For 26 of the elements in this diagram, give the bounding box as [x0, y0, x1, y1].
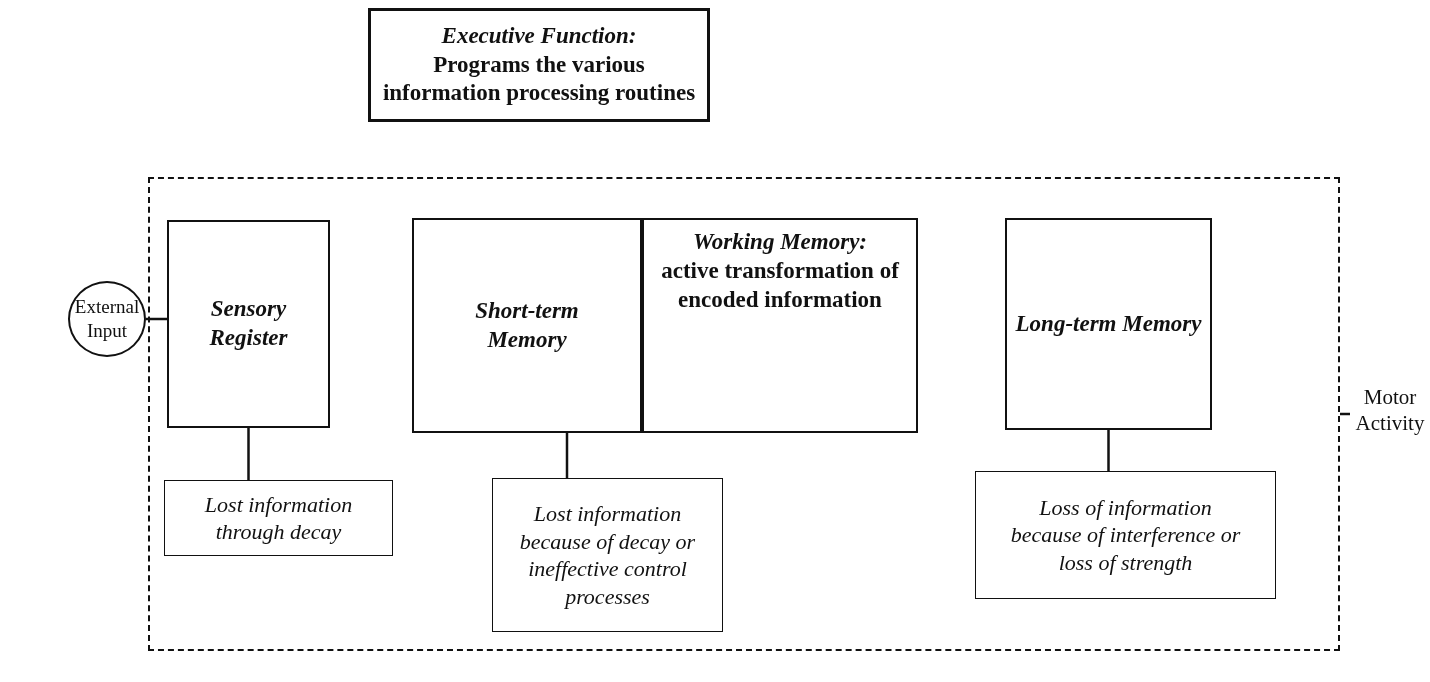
connector-line	[1340, 412, 1350, 416]
node-title: Executive Function:	[441, 21, 637, 50]
connector-line	[1107, 430, 1110, 471]
sensory-register-box	[167, 220, 330, 428]
node-title: Loss of information because of interference or loss of strength	[1009, 493, 1242, 577]
executive-function-box	[368, 8, 710, 122]
node-description: active transformation of encoded information	[660, 256, 900, 314]
node-title: Long-term Memory	[1015, 309, 1202, 338]
note-box	[975, 471, 1276, 599]
working-memory-box	[642, 218, 918, 433]
node-title: Motor Activity	[1354, 383, 1426, 437]
node-title: External Input	[74, 295, 140, 343]
long-term-memory-box	[1005, 218, 1212, 430]
short-term-memory-box	[412, 218, 642, 433]
node-title: Short-term Memory	[474, 296, 580, 354]
node-title: Working Memory:	[693, 228, 867, 256]
dashed-boundary	[148, 177, 1340, 651]
node-title: Sensory Register	[208, 295, 289, 352]
note-box	[492, 478, 723, 632]
node-title: Lost information through decay	[203, 490, 354, 546]
connector-line	[146, 317, 167, 321]
connector-line	[565, 433, 569, 478]
connector-line	[247, 428, 250, 480]
node-title: Lost information because of decay or ineffective control processes	[518, 500, 697, 610]
note-box	[164, 480, 393, 556]
node-description: Programs the various information processing routines	[381, 50, 697, 108]
